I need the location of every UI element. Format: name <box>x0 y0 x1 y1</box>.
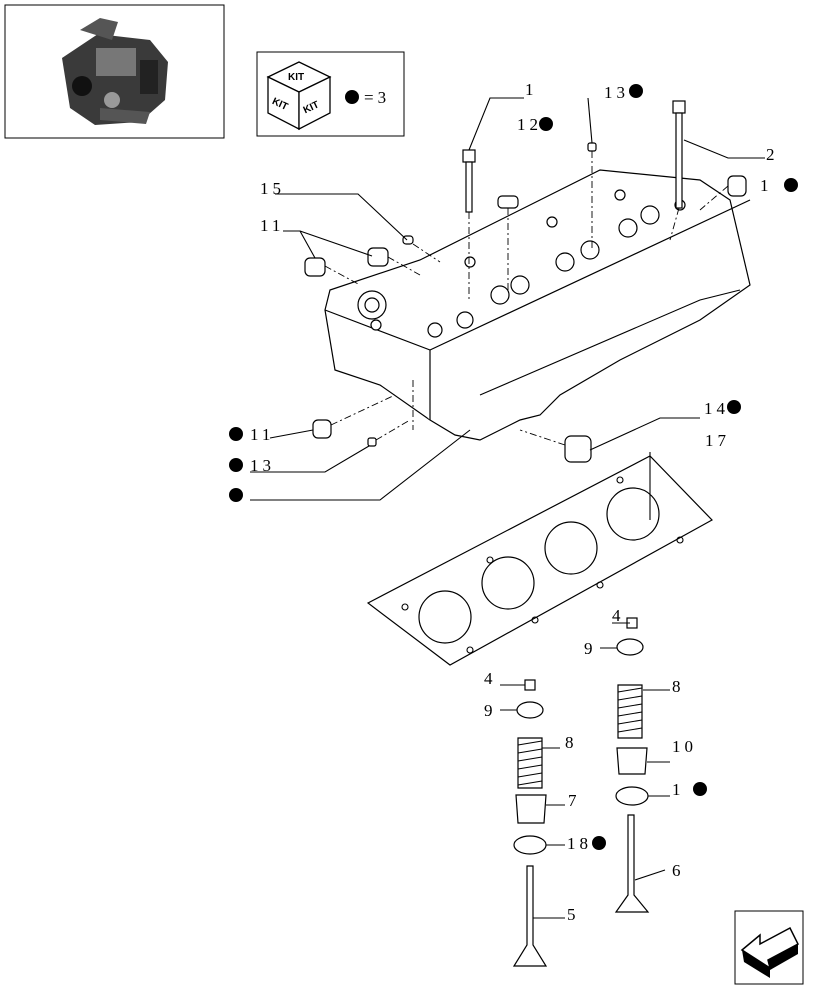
pin-13 <box>587 142 597 152</box>
callout-10: 10 <box>672 737 697 756</box>
callout-11-bottom: 11 <box>250 425 274 444</box>
assembly-lines <box>324 151 729 446</box>
kit-label-top: KIT <box>288 72 304 83</box>
seal-1 <box>727 175 747 197</box>
engine-thumbnail[interactable] <box>4 4 225 139</box>
kit-legend: KIT KIT KIT =3 <box>256 51 405 137</box>
cylinder-head <box>324 169 751 441</box>
plug-12 <box>497 195 519 209</box>
callout-8-left: 8 <box>565 733 578 752</box>
marker-dot-11 <box>229 427 243 441</box>
kit-quantity: =3 <box>364 88 390 107</box>
callout-15: 15 <box>260 179 285 198</box>
callout-7: 7 <box>568 791 581 810</box>
engine-thumbnail-icon <box>62 18 168 125</box>
callout-9-right: 9 <box>584 639 597 658</box>
callout-14: 14 <box>704 399 729 418</box>
navigation-arrow-button[interactable] <box>734 910 804 985</box>
marker-dot-1-right <box>784 178 798 192</box>
seal-11a <box>304 257 326 277</box>
callout-1-right: 1 <box>760 176 773 195</box>
callout-17: 17 <box>705 431 730 450</box>
callout-13-bottom: 13 <box>250 456 275 475</box>
head-gasket <box>366 455 713 666</box>
callout-13-top: 13 <box>604 83 629 102</box>
leader-lines <box>250 97 765 919</box>
marker-dot-1-valve <box>693 782 707 796</box>
valve-group-left <box>512 679 548 967</box>
callout-4-left: 4 <box>484 669 497 688</box>
marker-dot-14 <box>727 400 741 414</box>
callout-1-valve: 1 <box>672 780 685 799</box>
kit-box-icon: KIT KIT KIT <box>266 61 332 131</box>
callout-1-top: 1 <box>525 80 538 99</box>
marker-dot-12 <box>539 117 553 131</box>
bolt-1 <box>462 149 476 213</box>
navigation-arrow-icon <box>740 926 799 978</box>
marker-dot-unlabeled <box>229 488 243 502</box>
callout-8-right: 8 <box>672 677 685 696</box>
seal-11c <box>312 419 332 439</box>
marker-dot-18 <box>592 836 606 850</box>
callout-2: 2 <box>766 145 779 164</box>
marker-dot-13-top <box>629 84 643 98</box>
callout-9-left: 9 <box>484 701 497 720</box>
plug-14 <box>564 435 592 463</box>
black-dot-marker <box>345 90 359 104</box>
valve-group-right <box>614 617 650 913</box>
marker-dot-13-bottom <box>229 458 243 472</box>
pin-13b <box>367 437 377 447</box>
seal-11b <box>367 247 389 267</box>
callout-18: 18 <box>567 834 592 853</box>
callout-12: 12 <box>517 115 542 134</box>
callout-4-right: 4 <box>612 606 625 625</box>
callout-5: 5 <box>567 905 580 924</box>
callout-6: 6 <box>672 861 685 880</box>
callout-11-top: 11 <box>260 216 284 235</box>
